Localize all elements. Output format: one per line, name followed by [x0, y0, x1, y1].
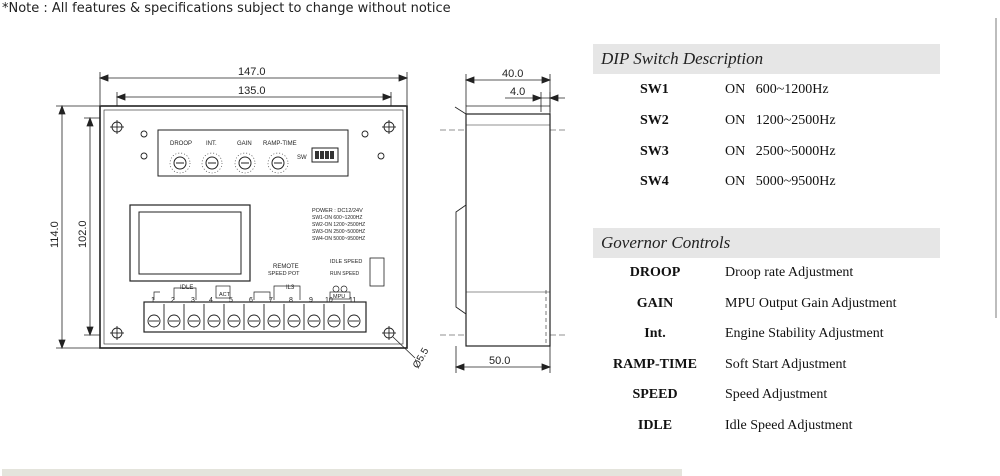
terminal-number: 10: [325, 297, 333, 304]
governor-row-key: RAMP-TIME: [613, 357, 697, 372]
spec-line-3: SW3-ON 2500~5000HZ: [312, 229, 365, 235]
side-view: [440, 105, 565, 347]
dimension-width: [98, 72, 409, 118]
dip-row-key: SW2: [640, 113, 669, 128]
dim-inner-height-label: 102.0: [77, 220, 89, 248]
dip-range: 1200~2500Hz: [755, 113, 836, 128]
run-speed-label: RUN SPEED: [330, 271, 360, 277]
governor-row-desc: Soft Start Adjustment: [725, 357, 847, 372]
power-text: POWER : DC12/24V: [312, 208, 363, 214]
bottom-scroll-bar: [2, 469, 682, 476]
spec-line-2: SW2-ON 1200~2500HZ: [312, 222, 365, 228]
governor-row-key: Int.: [644, 326, 666, 341]
governor-row-key: DROOP: [629, 265, 681, 280]
terminal-number: 8: [289, 297, 293, 304]
act-wiring-label: ACT: [219, 292, 231, 298]
terminal-number: 11: [349, 297, 356, 304]
hole-leader: [392, 336, 416, 359]
terminal-number: 2: [171, 297, 175, 304]
dip-row-value: ON 2500~5000Hz: [725, 144, 836, 160]
mpu-wiring-label: MPU: [333, 294, 345, 300]
spec-line-1: SW1-ON 600~1200HZ: [312, 215, 362, 221]
terminal-number: 1: [151, 297, 155, 304]
dim-hole-label: Ø5.5: [411, 346, 432, 371]
dip-on: ON: [725, 174, 746, 189]
dip-row-key: SW4: [640, 174, 669, 189]
dip-on: ON: [725, 82, 746, 97]
spec-line-4: SW4-ON 5000~9500HZ: [312, 236, 365, 242]
dip-range: 600~1200Hz: [755, 82, 829, 97]
sw-label: SW: [297, 155, 307, 161]
remote-pot-line-1: REMOTE: [273, 264, 299, 270]
knob-label-gain: GAIN: [237, 141, 252, 147]
governor-row-desc: MPU Output Gain Adjustment: [725, 296, 897, 311]
governor-controls-heading: Governor Controls: [593, 228, 940, 258]
dip-range: 2500~5000Hz: [755, 144, 836, 159]
dim-width-label: 147.0: [238, 66, 266, 78]
governor-row-desc: Idle Speed Adjustment: [725, 418, 853, 433]
dimension-depth: [454, 74, 565, 373]
knob-label-droop: DROOP: [170, 141, 192, 147]
dip-on: ON: [725, 144, 746, 159]
dip-range: 5000~9500Hz: [755, 174, 836, 189]
dim-step-label: 4.0: [510, 86, 525, 98]
dim-side-bottom-label: 50.0: [489, 355, 510, 367]
governor-row-key: SPEED: [632, 387, 678, 402]
disclaimer-note: *Note : All features & specifications su…: [2, 1, 451, 16]
terminal-number: 5: [229, 297, 233, 304]
wiring-sketch: [153, 285, 351, 300]
idle-speed-label: IDLE SPEED: [330, 259, 362, 265]
terminal-number: 4: [209, 297, 213, 304]
terminal-screws: [147, 304, 361, 330]
knob-label-int: INT.: [206, 141, 217, 147]
dip-switch-heading: DIP Switch Description: [593, 44, 940, 74]
governor-row-key: GAIN: [636, 296, 674, 311]
terminal-numbers: 1 2 3 4 5 6 7 8 9 10 11: [151, 297, 356, 304]
terminal-number: 3: [191, 297, 195, 304]
knob-label-ramp-time: RAMP-TIME: [263, 141, 297, 147]
dip-row-value: ON 1200~2500Hz: [725, 113, 836, 129]
il3-wiring-label: IL3: [286, 285, 295, 291]
dip-row-value: ON 5000~9500Hz: [725, 174, 836, 190]
dim-inner-width-label: 135.0: [238, 85, 266, 97]
right-edge-divider: [995, 18, 997, 318]
terminal-number: 9: [309, 297, 313, 304]
governor-row-key: IDLE: [637, 418, 673, 433]
terminal-number: 6: [249, 297, 253, 304]
dip-row-value: ON 600~1200Hz: [725, 82, 829, 98]
governor-row-desc: Speed Adjustment: [725, 387, 828, 402]
dim-depth-label: 40.0: [502, 68, 523, 80]
terminal-number: 7: [269, 297, 273, 304]
remote-pot-line-2: SPEED POT: [268, 271, 300, 277]
dip-row-key: SW3: [640, 144, 669, 159]
governor-row-desc: Engine Stability Adjustment: [725, 326, 884, 341]
dim-height-label: 114.0: [49, 221, 61, 248]
dip-on: ON: [725, 113, 746, 128]
dip-row-key: SW1: [640, 82, 669, 97]
technical-drawing: 147.0 135.0 114.0 102.0: [49, 66, 565, 373]
governor-row-desc: Droop rate Adjustment: [725, 265, 854, 280]
front-panel: [99, 105, 408, 349]
